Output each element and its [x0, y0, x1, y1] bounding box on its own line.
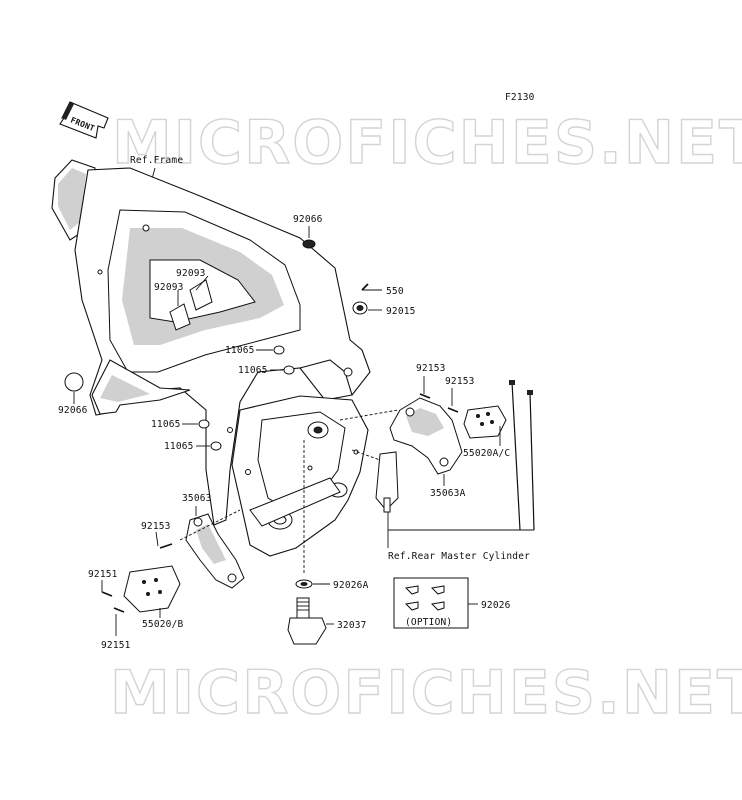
ref-rear-master-cylinder-label: Ref.Rear Master Cylinder: [388, 551, 530, 562]
svg-text:55020/B: 55020/B: [142, 619, 184, 630]
part-92153-a: 92153: [416, 363, 446, 394]
svg-text:92026A: 92026A: [333, 580, 369, 591]
svg-text:32037: 32037: [337, 620, 367, 631]
right-footpeg-bracket: [339, 380, 535, 548]
left-footpeg-bracket: [101, 509, 245, 613]
figure-code: F2130: [505, 92, 535, 103]
svg-text:92066: 92066: [293, 214, 323, 225]
svg-text:550: 550: [386, 286, 404, 297]
svg-text:11065: 11065: [151, 419, 181, 430]
svg-text:11065: 11065: [238, 365, 268, 376]
svg-text:92015: 92015: [386, 306, 416, 317]
front-arrow-icon: FRONT: [59, 101, 109, 139]
watermark-bottom: MICROFICHES.NET: [110, 658, 742, 728]
svg-text:11065: 11065: [225, 345, 255, 356]
part-92151-b: 92151: [101, 614, 131, 651]
ref-frame-label: Ref.Frame: [130, 155, 183, 166]
part-92066-top: 92066: [293, 214, 323, 249]
svg-text:92093: 92093: [176, 268, 206, 279]
svg-text:92066: 92066: [58, 405, 88, 416]
watermark-top: MICROFICHES.NET: [112, 108, 742, 178]
part-11065-d: 11065: [164, 441, 222, 452]
part-55020b: 55020/B: [142, 608, 184, 630]
part-11065-b: 11065: [238, 365, 295, 376]
svg-text:92093: 92093: [154, 282, 184, 293]
part-92153-b: 92153: [445, 376, 475, 406]
part-92015: 92015: [352, 301, 416, 317]
svg-text:11065: 11065: [164, 441, 194, 452]
svg-text:92153: 92153: [141, 521, 171, 532]
svg-text:92151: 92151: [101, 640, 131, 651]
part-92026-option-box: 92026 (OPTION): [393, 577, 511, 629]
part-92066-left: 92066: [58, 372, 88, 416]
svg-text:55020A/C: 55020A/C: [463, 448, 510, 459]
part-92026a: 92026A: [295, 440, 369, 591]
part-92151-a: 92151: [88, 569, 118, 592]
part-35063a: 35063A: [430, 474, 466, 499]
svg-text:35063A: 35063A: [430, 488, 466, 499]
part-92153-left: 92153: [141, 521, 171, 547]
svg-text:92153: 92153: [416, 363, 446, 374]
part-92093-sticker-a: 92093: [176, 268, 213, 311]
part-55020ac: 55020A/C: [463, 426, 510, 459]
svg-text:35063: 35063: [182, 493, 212, 504]
part-35063: 35063: [182, 493, 212, 516]
part-550: 550: [361, 283, 404, 297]
part-92093-sticker-b: 92093: [154, 282, 191, 331]
svg-text:92153: 92153: [445, 376, 475, 387]
option-label: (OPTION): [405, 617, 452, 628]
part-11065-c: 11065: [151, 419, 210, 430]
svg-text:92026: 92026: [481, 600, 511, 611]
part-11065-a: 11065: [225, 345, 285, 356]
svg-text:92151: 92151: [88, 569, 118, 580]
part-32037: 32037: [287, 597, 367, 645]
